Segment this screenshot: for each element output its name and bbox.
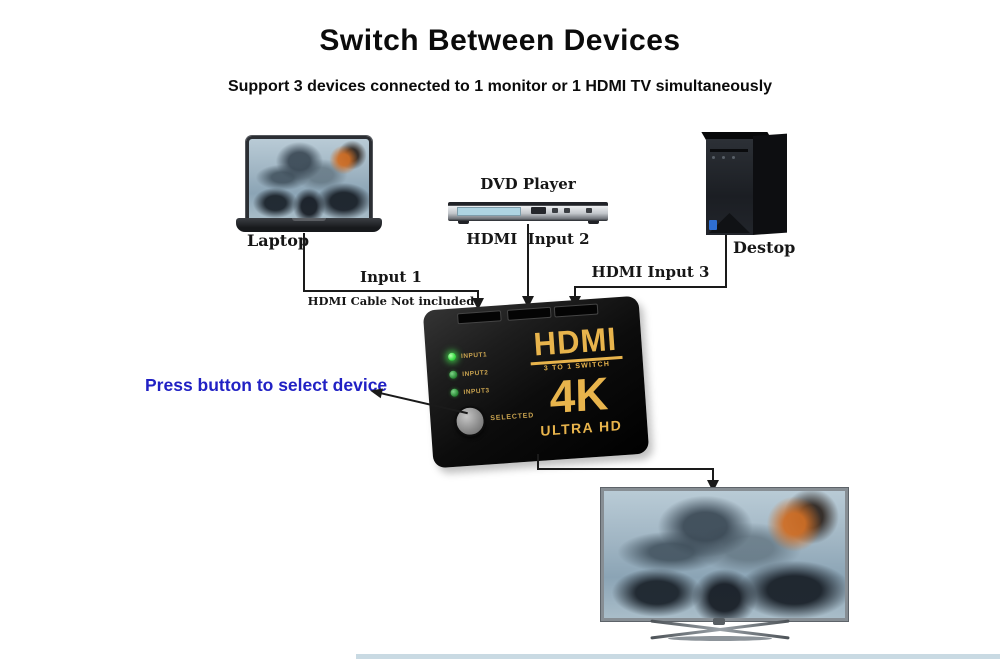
switch-branding: HDMI 3 TO 1 SWITCH 4K ULTRA HD bbox=[516, 320, 639, 439]
desktop-label: Destop bbox=[733, 238, 796, 257]
next-section-edge bbox=[356, 654, 1000, 659]
intel-sticker bbox=[709, 220, 717, 230]
desktop-vent-dot bbox=[722, 156, 725, 159]
connector-output-vertical bbox=[537, 454, 539, 470]
annotation-arrowhead bbox=[369, 385, 383, 399]
connector-laptop-stem bbox=[477, 292, 479, 299]
dvd-button bbox=[552, 208, 558, 213]
connector-laptop-horizontal bbox=[303, 290, 479, 292]
desktop-vent-dot bbox=[732, 156, 735, 159]
connector-dvd-vertical bbox=[527, 224, 529, 297]
input1-label: Input 1 bbox=[360, 268, 422, 286]
input1-note: HDMI Cable Not included bbox=[307, 294, 475, 308]
led-row-input3: INPUT3 bbox=[450, 386, 490, 397]
hdmi-switch-device: INPUT1 INPUT2 INPUT3 HDMI 3 TO 1 SWITCH … bbox=[422, 295, 650, 469]
input3-label: HDMI Input 3 bbox=[591, 263, 710, 281]
laptop-graphic bbox=[246, 136, 372, 222]
led-input2-label: INPUT2 bbox=[462, 368, 489, 378]
dvd-tray bbox=[457, 207, 521, 216]
input2-word2: Input 2 bbox=[527, 230, 590, 248]
led-row-input2: INPUT2 bbox=[449, 368, 489, 380]
led-input2-icon bbox=[449, 370, 458, 380]
dvd-button bbox=[586, 208, 592, 213]
dvd-label: DVD Player bbox=[480, 175, 576, 193]
led-input1-icon bbox=[447, 352, 457, 362]
laptop-label: Laptop bbox=[247, 231, 310, 250]
annotation-press-button: Press button to select device bbox=[145, 375, 388, 395]
tv-stand-neck bbox=[713, 618, 725, 625]
hdmi-port-1 bbox=[457, 310, 502, 325]
led-input3-label: INPUT3 bbox=[463, 386, 490, 396]
page-title: Switch Between Devices bbox=[319, 24, 681, 57]
dvd-display bbox=[531, 207, 546, 214]
connector-output-horizontal bbox=[537, 468, 714, 470]
desktop-vent-dot bbox=[712, 156, 715, 159]
tv-screen bbox=[604, 491, 845, 618]
page-subtitle: Support 3 devices connected to 1 monitor… bbox=[227, 78, 773, 95]
connector-laptop-vertical bbox=[303, 233, 305, 292]
desktop-tower-side bbox=[753, 133, 787, 235]
dvd-player-graphic bbox=[448, 202, 608, 221]
dvd-foot bbox=[458, 221, 469, 224]
hdmi-port-2 bbox=[506, 306, 552, 321]
connector-output-stem bbox=[712, 468, 714, 481]
tv-graphic bbox=[600, 487, 849, 622]
dvd-foot bbox=[588, 221, 599, 224]
led-row-input1: INPUT1 bbox=[447, 350, 488, 362]
tv-stand-base bbox=[668, 636, 772, 641]
laptop-notch bbox=[292, 218, 326, 221]
connector-desktop-horizontal bbox=[574, 286, 727, 288]
led-input1-label: INPUT1 bbox=[460, 350, 488, 360]
input2-word1: HDMI bbox=[466, 230, 518, 248]
resolution-label: 4K bbox=[549, 366, 609, 424]
desktop-drive-slot bbox=[710, 149, 748, 152]
input2-label: HDMI Input 2 bbox=[448, 230, 608, 248]
connector-desktop-stem bbox=[574, 288, 576, 297]
hdmi-logo: HDMI bbox=[532, 320, 619, 363]
dvd-button bbox=[564, 208, 570, 213]
hdmi-port-3 bbox=[553, 303, 599, 318]
led-input3-icon bbox=[450, 388, 459, 397]
connector-desktop-vertical bbox=[725, 235, 727, 288]
laptop-base bbox=[236, 218, 382, 232]
